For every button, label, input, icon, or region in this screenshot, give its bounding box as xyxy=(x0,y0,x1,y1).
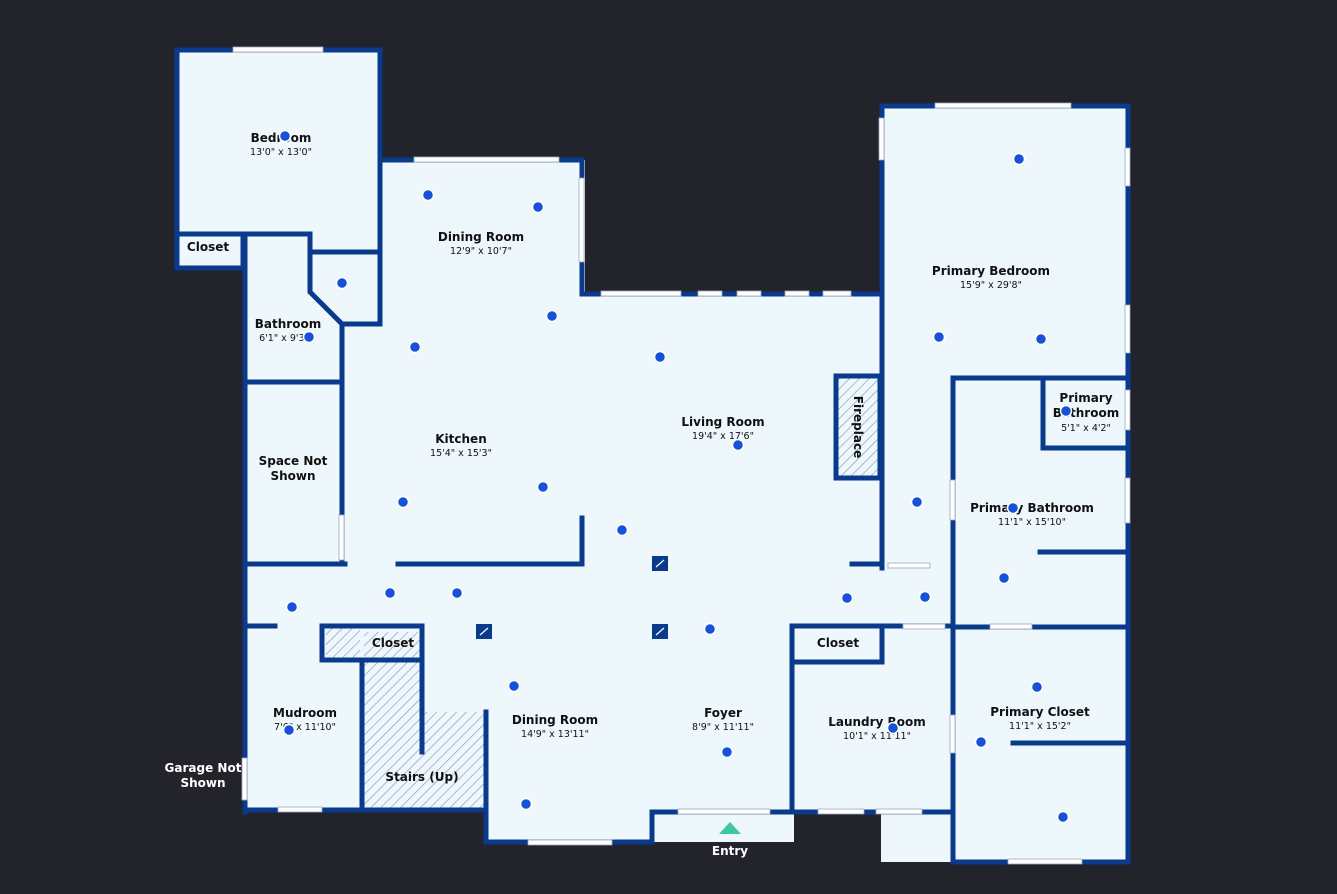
view-point-icon[interactable] xyxy=(1030,680,1044,694)
view-point-icon[interactable] xyxy=(918,590,932,604)
column-icon xyxy=(476,624,492,639)
closet-hatch xyxy=(326,626,360,660)
view-point-icon[interactable] xyxy=(974,735,988,749)
view-point-icon[interactable] xyxy=(302,330,316,344)
bathroom-name: Bathroom xyxy=(255,317,321,331)
view-point-icon[interactable] xyxy=(278,129,292,143)
view-point-icon[interactable] xyxy=(1056,810,1070,824)
primary-bathroom-name: Primary Bathroom xyxy=(970,501,1094,515)
view-point-icon[interactable] xyxy=(282,723,296,737)
space-not-shown-line2: Shown xyxy=(270,469,315,483)
primary-bathroom-dims: 11'1" x 15'10" xyxy=(998,517,1066,528)
bedroom-closet-name: Closet xyxy=(187,240,229,254)
kitchen-dims: 15'4" x 15'3" xyxy=(430,448,492,459)
hatched-areas xyxy=(326,378,880,808)
dining-room-lower-dims: 14'9" x 13'11" xyxy=(521,729,589,740)
column-icon xyxy=(652,556,668,571)
garage-label-line2: Shown xyxy=(180,776,225,790)
foyer-dims: 8'9" x 11'11" xyxy=(692,722,754,733)
stairs-hatch xyxy=(364,632,486,808)
view-point-icon[interactable] xyxy=(396,495,410,509)
laundry-room-name: Laundry Room xyxy=(828,715,926,729)
view-point-icon[interactable] xyxy=(1012,152,1026,166)
columns xyxy=(476,556,668,639)
view-point-icon[interactable] xyxy=(519,797,533,811)
view-point-icon[interactable] xyxy=(335,276,349,290)
view-point-icon[interactable] xyxy=(450,586,464,600)
space-not-shown-line1: Space Not xyxy=(259,454,328,468)
windows xyxy=(232,46,1131,865)
mudroom-name: Mudroom xyxy=(273,706,337,720)
view-point-icon[interactable] xyxy=(1034,332,1048,346)
mudroom-closet-name: Closet xyxy=(372,636,414,650)
entry-arrow-icon[interactable] xyxy=(719,822,741,834)
bedroom-dims: 13'0" x 13'0" xyxy=(250,147,312,158)
laundry-room-dims: 10'1" x 11'11" xyxy=(843,731,911,742)
view-point-icon[interactable] xyxy=(615,523,629,537)
fireplace-hatch xyxy=(838,378,880,476)
primary-closet-dims: 11'1" x 15'2" xyxy=(1009,721,1071,732)
primary-bathroom-small-line1: Primary xyxy=(1059,391,1112,405)
view-point-icon[interactable] xyxy=(536,480,550,494)
primary-bedroom-dims: 15'9" x 29'8" xyxy=(960,280,1022,291)
view-point-icon[interactable] xyxy=(1006,501,1020,515)
view-point-icon[interactable] xyxy=(653,350,667,364)
view-point-icon[interactable] xyxy=(421,188,435,202)
dining-room-lower-name: Dining Room xyxy=(512,713,598,727)
walls xyxy=(174,47,1131,865)
view-point-icon[interactable] xyxy=(720,745,734,759)
view-point-icon[interactable] xyxy=(408,340,422,354)
living-room-name: Living Room xyxy=(681,415,764,429)
living-room-dims: 19'4" x 17'6" xyxy=(692,431,754,442)
kitchen-name: Kitchen xyxy=(435,432,487,446)
view-point-icon[interactable] xyxy=(507,679,521,693)
exterior-labels: Garage Not Shown Entry xyxy=(165,761,749,858)
view-point-icon[interactable] xyxy=(383,586,397,600)
bathroom-dims: 6'1" x 9'3" xyxy=(259,333,309,344)
foyer-name: Foyer xyxy=(704,706,742,720)
view-hotspots xyxy=(278,129,1073,824)
mudroom-dims: 7'6" x 11'10" xyxy=(274,722,336,733)
column-icon xyxy=(652,624,668,639)
laundry-closet-name: Closet xyxy=(817,636,859,650)
view-point-icon[interactable] xyxy=(840,591,854,605)
view-point-icon[interactable] xyxy=(285,600,299,614)
dining-room-upper-name: Dining Room xyxy=(438,230,524,244)
garage-label-line1: Garage Not xyxy=(165,761,242,775)
view-point-icon[interactable] xyxy=(1059,404,1073,418)
stairs-name: Stairs (Up) xyxy=(385,770,458,784)
view-point-icon[interactable] xyxy=(731,438,745,452)
view-point-icon[interactable] xyxy=(932,330,946,344)
primary-bathroom-small-dims: 5'1" x 4'2" xyxy=(1061,423,1111,434)
dining-room-upper-dims: 12'9" x 10'7" xyxy=(450,246,512,257)
view-point-icon[interactable] xyxy=(886,721,900,735)
view-point-icon[interactable] xyxy=(531,200,545,214)
primary-bedroom-name: Primary Bedroom xyxy=(932,264,1050,278)
view-point-icon[interactable] xyxy=(545,309,559,323)
view-point-icon[interactable] xyxy=(910,495,924,509)
primary-closet-name: Primary Closet xyxy=(990,705,1090,719)
fireplace-name: Fireplace xyxy=(851,396,865,458)
view-point-icon[interactable] xyxy=(997,571,1011,585)
floor-fills xyxy=(177,50,1130,862)
view-point-icon[interactable] xyxy=(703,622,717,636)
entry-label: Entry xyxy=(712,844,748,858)
